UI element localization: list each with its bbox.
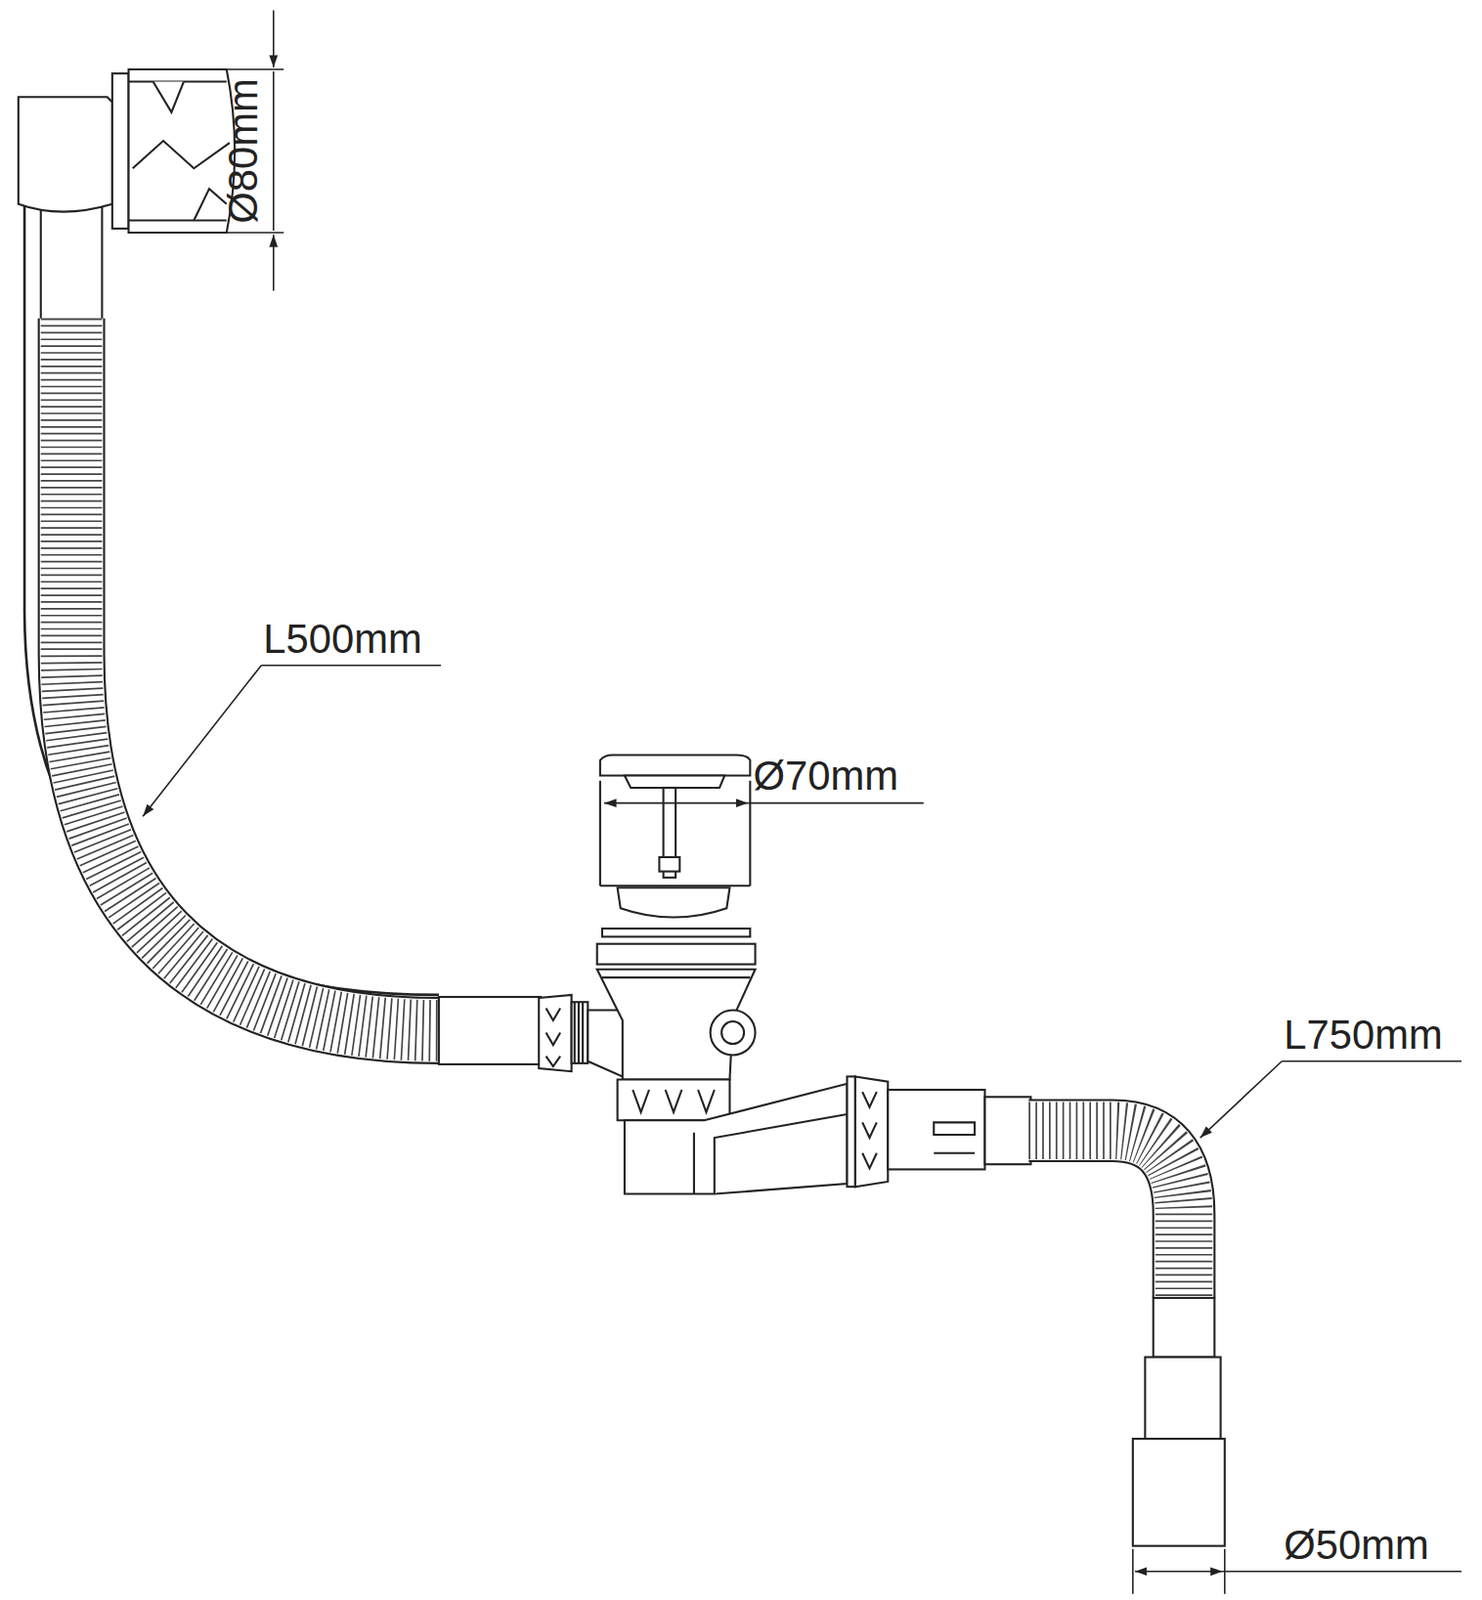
overflow-head-part — [18, 96, 113, 212]
overflow-connector-part — [574, 1002, 583, 1064]
drain-body-part — [984, 1096, 1031, 1165]
drain-body-part — [710, 1010, 756, 1056]
outlet-pipe — [1133, 1298, 1225, 1547]
overflow-head-part — [41, 199, 103, 322]
outlet-hose — [1028, 1131, 1184, 1299]
drain-body-part — [587, 1010, 625, 1079]
dimension-lines-part — [1200, 1061, 1283, 1138]
dimension-lines-part — [1133, 1549, 1225, 1595]
dimension-lines — [129, 9, 1462, 1594]
overflow-hose-part — [71, 318, 439, 1032]
drain-body-part — [632, 1089, 715, 1113]
drain-body-part — [721, 1021, 744, 1045]
dimension-lines-part — [604, 802, 748, 805]
pop-up-plug-part — [600, 781, 750, 887]
dimension-label: Ø80mm — [220, 78, 266, 224]
drain-body-part — [933, 1122, 975, 1153]
drain-body-part — [597, 969, 756, 1081]
pop-up-plug-part — [597, 944, 756, 965]
pop-up-plug — [597, 755, 756, 965]
drain-body-part — [617, 1080, 731, 1122]
pop-up-plug-part — [624, 775, 725, 788]
outlet-hose-part — [1028, 1131, 1184, 1299]
dimension-lines-part — [1134, 1570, 1223, 1573]
outlet-pipe-part — [1144, 1357, 1221, 1440]
drain-body-part — [847, 1076, 856, 1187]
pop-up-plug-part — [602, 928, 750, 937]
pop-up-plug-part — [617, 887, 731, 917]
overflow-connector-part — [546, 1007, 562, 1067]
overflow-head-part — [132, 140, 230, 169]
drain-body-part — [862, 1091, 877, 1169]
dimension-label: Ø70mm — [752, 752, 899, 798]
outlet-pipe-part — [1153, 1298, 1216, 1358]
dimension-lines-part — [129, 69, 285, 233]
overflow-connector-part — [538, 995, 571, 1072]
dimension-lines-part — [272, 234, 275, 291]
dimension-lines-part — [747, 802, 924, 805]
overflow-head-part — [153, 82, 227, 221]
overflow-connector-part — [438, 997, 541, 1065]
dimension-lines-part — [272, 71, 275, 231]
dimension-lines-part — [1281, 1060, 1462, 1063]
dimension-lines-part — [261, 664, 441, 667]
dimension-label: L500mm — [262, 616, 422, 662]
outlet-hose-part — [1028, 1131, 1184, 1299]
overflow-head — [18, 69, 235, 322]
dimension-lines-part — [142, 665, 262, 818]
pop-up-plug-part — [658, 857, 680, 872]
dimension-label: Ø50mm — [1283, 1523, 1430, 1569]
drain-body-part — [624, 1084, 848, 1195]
dimension-label: L750mm — [1283, 1012, 1442, 1058]
drain-body-part — [887, 1089, 985, 1170]
outlet-pipe-part — [1133, 1438, 1225, 1547]
overflow-connector-part — [571, 1002, 589, 1064]
overflow-hose — [71, 318, 439, 1032]
pop-up-plug-part — [600, 755, 750, 777]
overflow-hose-part — [71, 318, 439, 1032]
dimension-lines-part — [1222, 1570, 1462, 1573]
overflow-hose-part — [71, 318, 439, 1032]
outlet-hose-part — [1028, 1131, 1184, 1299]
overflow-connector — [438, 995, 588, 1072]
overflow-head-part — [129, 69, 236, 233]
dimension-lines-part — [272, 9, 275, 67]
drain-body — [587, 969, 1031, 1195]
drain-body-part — [855, 1076, 888, 1187]
overflow-head-part — [112, 73, 130, 229]
drain-body-part — [602, 976, 750, 979]
drain-body-part — [694, 1114, 848, 1194]
